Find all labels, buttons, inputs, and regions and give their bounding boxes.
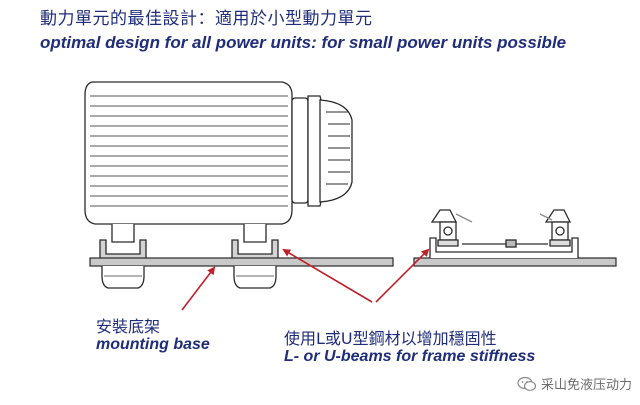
arrow-beam-left <box>282 248 373 303</box>
u-beam-left <box>99 239 279 261</box>
watermark-text: 采山免液压动力 <box>540 378 632 393</box>
u-beam-right <box>429 237 579 258</box>
arrow-mounting-base <box>181 266 216 311</box>
watermark: 采山免液压动力 <box>517 374 632 393</box>
isolators <box>101 266 277 289</box>
motor-body <box>84 81 353 225</box>
title-english: optimal design for all power units: for … <box>40 33 567 52</box>
clamp-bolts <box>430 209 572 247</box>
mounting-base-label-en: mounting base <box>96 336 210 353</box>
beams-label-en: L- or U-beams for frame stiffness <box>284 348 536 365</box>
beams-label-cn: 使用L或U型鋼材以增加穩固性 <box>284 329 497 348</box>
wechat-icon <box>517 376 537 392</box>
mounting-base-plate-left <box>89 257 394 267</box>
arrows <box>181 248 430 311</box>
motor-feet <box>111 224 267 243</box>
mounting-base-plate-right <box>413 257 617 267</box>
mounting-base-label-cn: 安裝底架 <box>96 317 161 336</box>
title-chinese: 動力單元的最佳設計：適用於小型動力單元 <box>40 9 373 29</box>
arrow-beam-right <box>375 248 430 303</box>
